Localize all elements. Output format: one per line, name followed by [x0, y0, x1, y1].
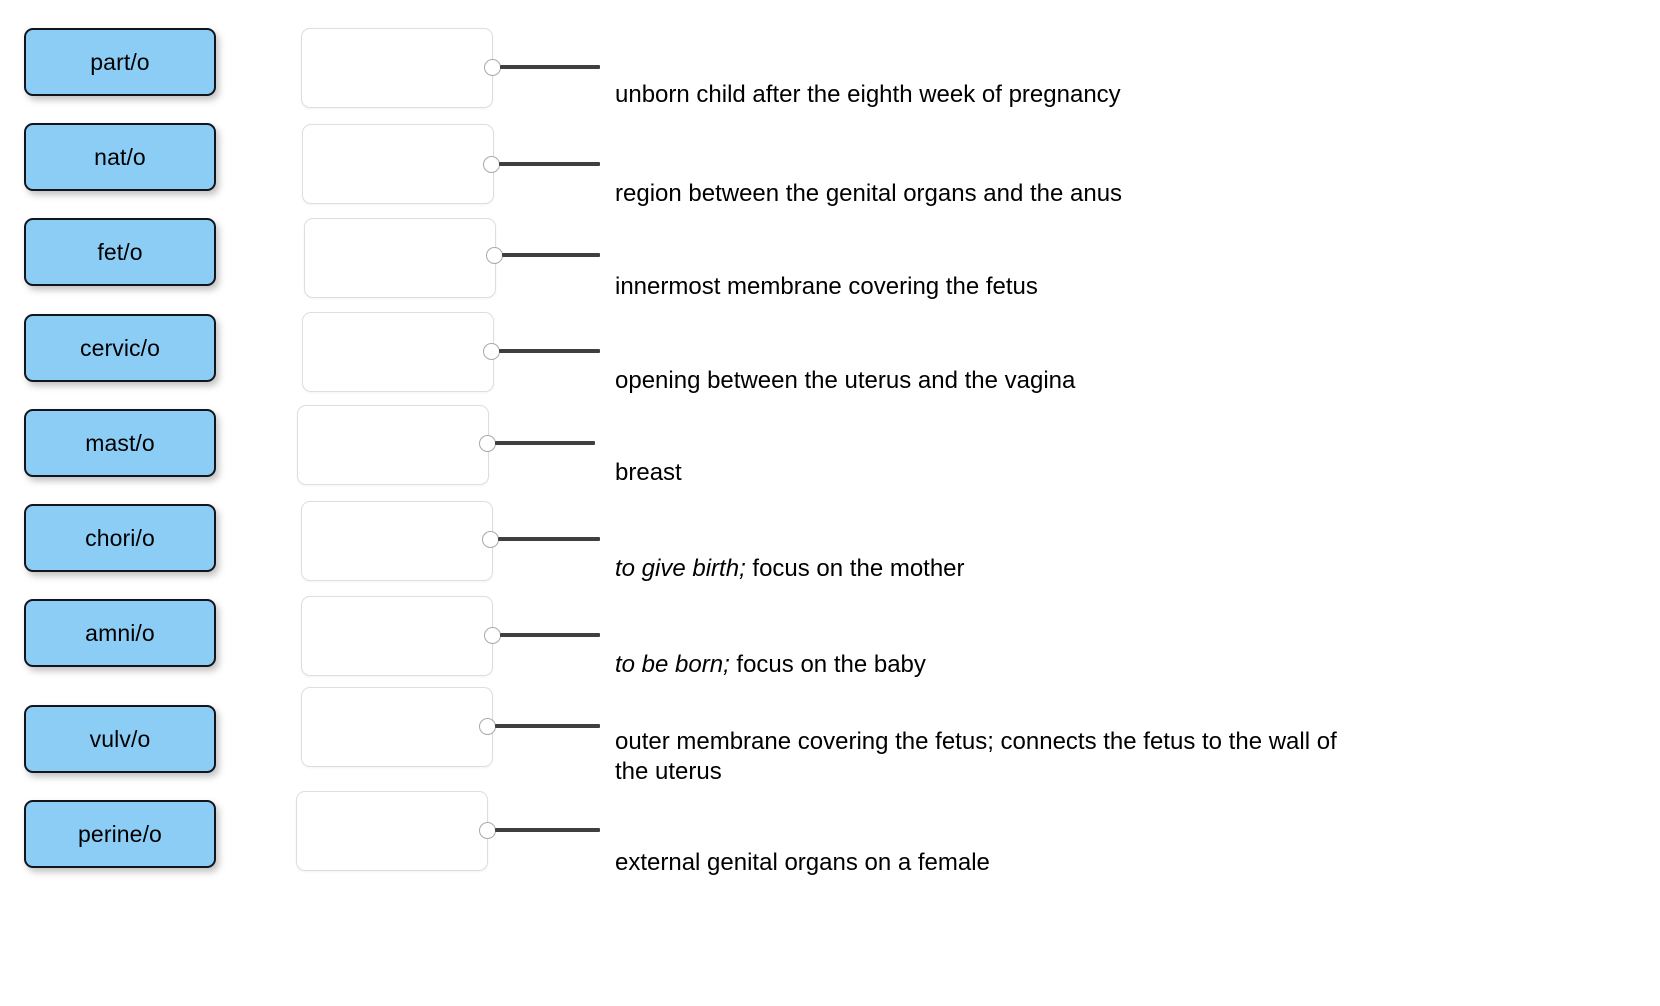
connector-line-1 — [500, 65, 600, 69]
term-tile-cervic-o[interactable]: cervic/o — [24, 314, 216, 382]
term-tile-label: cervic/o — [79, 334, 161, 361]
term-tile-label: vulv/o — [89, 725, 151, 752]
connector-line-5 — [495, 441, 595, 445]
definition-text-5: breast — [615, 428, 1515, 488]
definition-text-1: unborn child after the eighth week of pr… — [615, 50, 1515, 110]
term-tile-amni-o[interactable]: amni/o — [24, 599, 216, 667]
connector-line-7 — [500, 633, 600, 637]
drop-target-5[interactable] — [297, 405, 489, 485]
connector-node-9[interactable] — [479, 822, 496, 839]
drop-target-9[interactable] — [296, 791, 488, 871]
drop-target-7[interactable] — [301, 596, 493, 676]
term-tile-part-o[interactable]: part/o — [24, 28, 216, 96]
definition-text-6: to give birth; focus on the mother — [615, 524, 1515, 584]
definition-text-4: opening between the uterus and the vagin… — [615, 336, 1515, 396]
connector-node-4[interactable] — [483, 343, 500, 360]
definition-text-2: region between the genital organs and th… — [615, 149, 1515, 209]
term-tile-label: part/o — [90, 48, 150, 75]
connector-line-2 — [499, 162, 600, 166]
drop-target-8[interactable] — [301, 687, 493, 767]
definition-rest-6: focus on the mother — [745, 555, 965, 582]
connector-line-3 — [502, 253, 600, 257]
definition-rest-3: innermost membrane covering the fetus — [615, 273, 1038, 300]
connector-line-6 — [498, 537, 600, 541]
definition-rest-7: focus on the baby — [729, 651, 926, 678]
drop-target-2[interactable] — [302, 124, 494, 204]
definition-text-9: external genital organs on a female — [615, 818, 1515, 878]
definition-text-8: outer membrane covering the fetus; conne… — [615, 697, 1515, 787]
term-tile-label: amni/o — [85, 619, 155, 646]
definition-rest-9: external genital organs on a female — [615, 849, 990, 876]
definition-rest-1: unborn child after the eighth week of pr… — [615, 81, 1121, 108]
definition-emphasis-7: to be born; — [615, 651, 730, 678]
term-tile-label: chori/o — [85, 524, 155, 551]
connector-node-7[interactable] — [484, 627, 501, 644]
connector-line-9 — [495, 828, 600, 832]
term-tile-chori-o[interactable]: chori/o — [24, 504, 216, 572]
connector-node-5[interactable] — [479, 435, 496, 452]
connector-node-8[interactable] — [479, 718, 496, 735]
term-tile-mast-o[interactable]: mast/o — [24, 409, 216, 477]
term-tile-nat-o[interactable]: nat/o — [24, 123, 216, 191]
connector-node-3[interactable] — [486, 247, 503, 264]
term-tile-vulv-o[interactable]: vulv/o — [24, 705, 216, 773]
definition-rest-5: breast — [615, 459, 682, 486]
drop-target-6[interactable] — [301, 501, 493, 581]
term-tile-label: mast/o — [85, 429, 155, 456]
drop-target-4[interactable] — [302, 312, 494, 392]
definition-rest-4: opening between the uterus and the vagin… — [615, 367, 1076, 394]
term-tile-label: perine/o — [78, 820, 162, 847]
term-tile-perine-o[interactable]: perine/o — [24, 800, 216, 868]
term-tile-label: fet/o — [97, 238, 143, 265]
connector-node-1[interactable] — [484, 59, 501, 76]
definition-rest-8: outer membrane covering the fetus; conne… — [615, 728, 1337, 785]
term-tile-fet-o[interactable]: fet/o — [24, 218, 216, 286]
definition-text-3: innermost membrane covering the fetus — [615, 242, 1515, 302]
definition-text-7: to be born; focus on the baby — [615, 620, 1515, 680]
term-tile-label: nat/o — [94, 143, 146, 170]
connector-node-2[interactable] — [483, 156, 500, 173]
drop-target-1[interactable] — [301, 28, 493, 108]
connector-line-4 — [499, 349, 600, 353]
definition-rest-2: region between the genital organs and th… — [615, 180, 1123, 207]
connector-line-8 — [495, 724, 600, 728]
drop-target-3[interactable] — [304, 218, 496, 298]
connector-node-6[interactable] — [482, 531, 499, 548]
definition-emphasis-6: to give birth; — [615, 555, 746, 582]
